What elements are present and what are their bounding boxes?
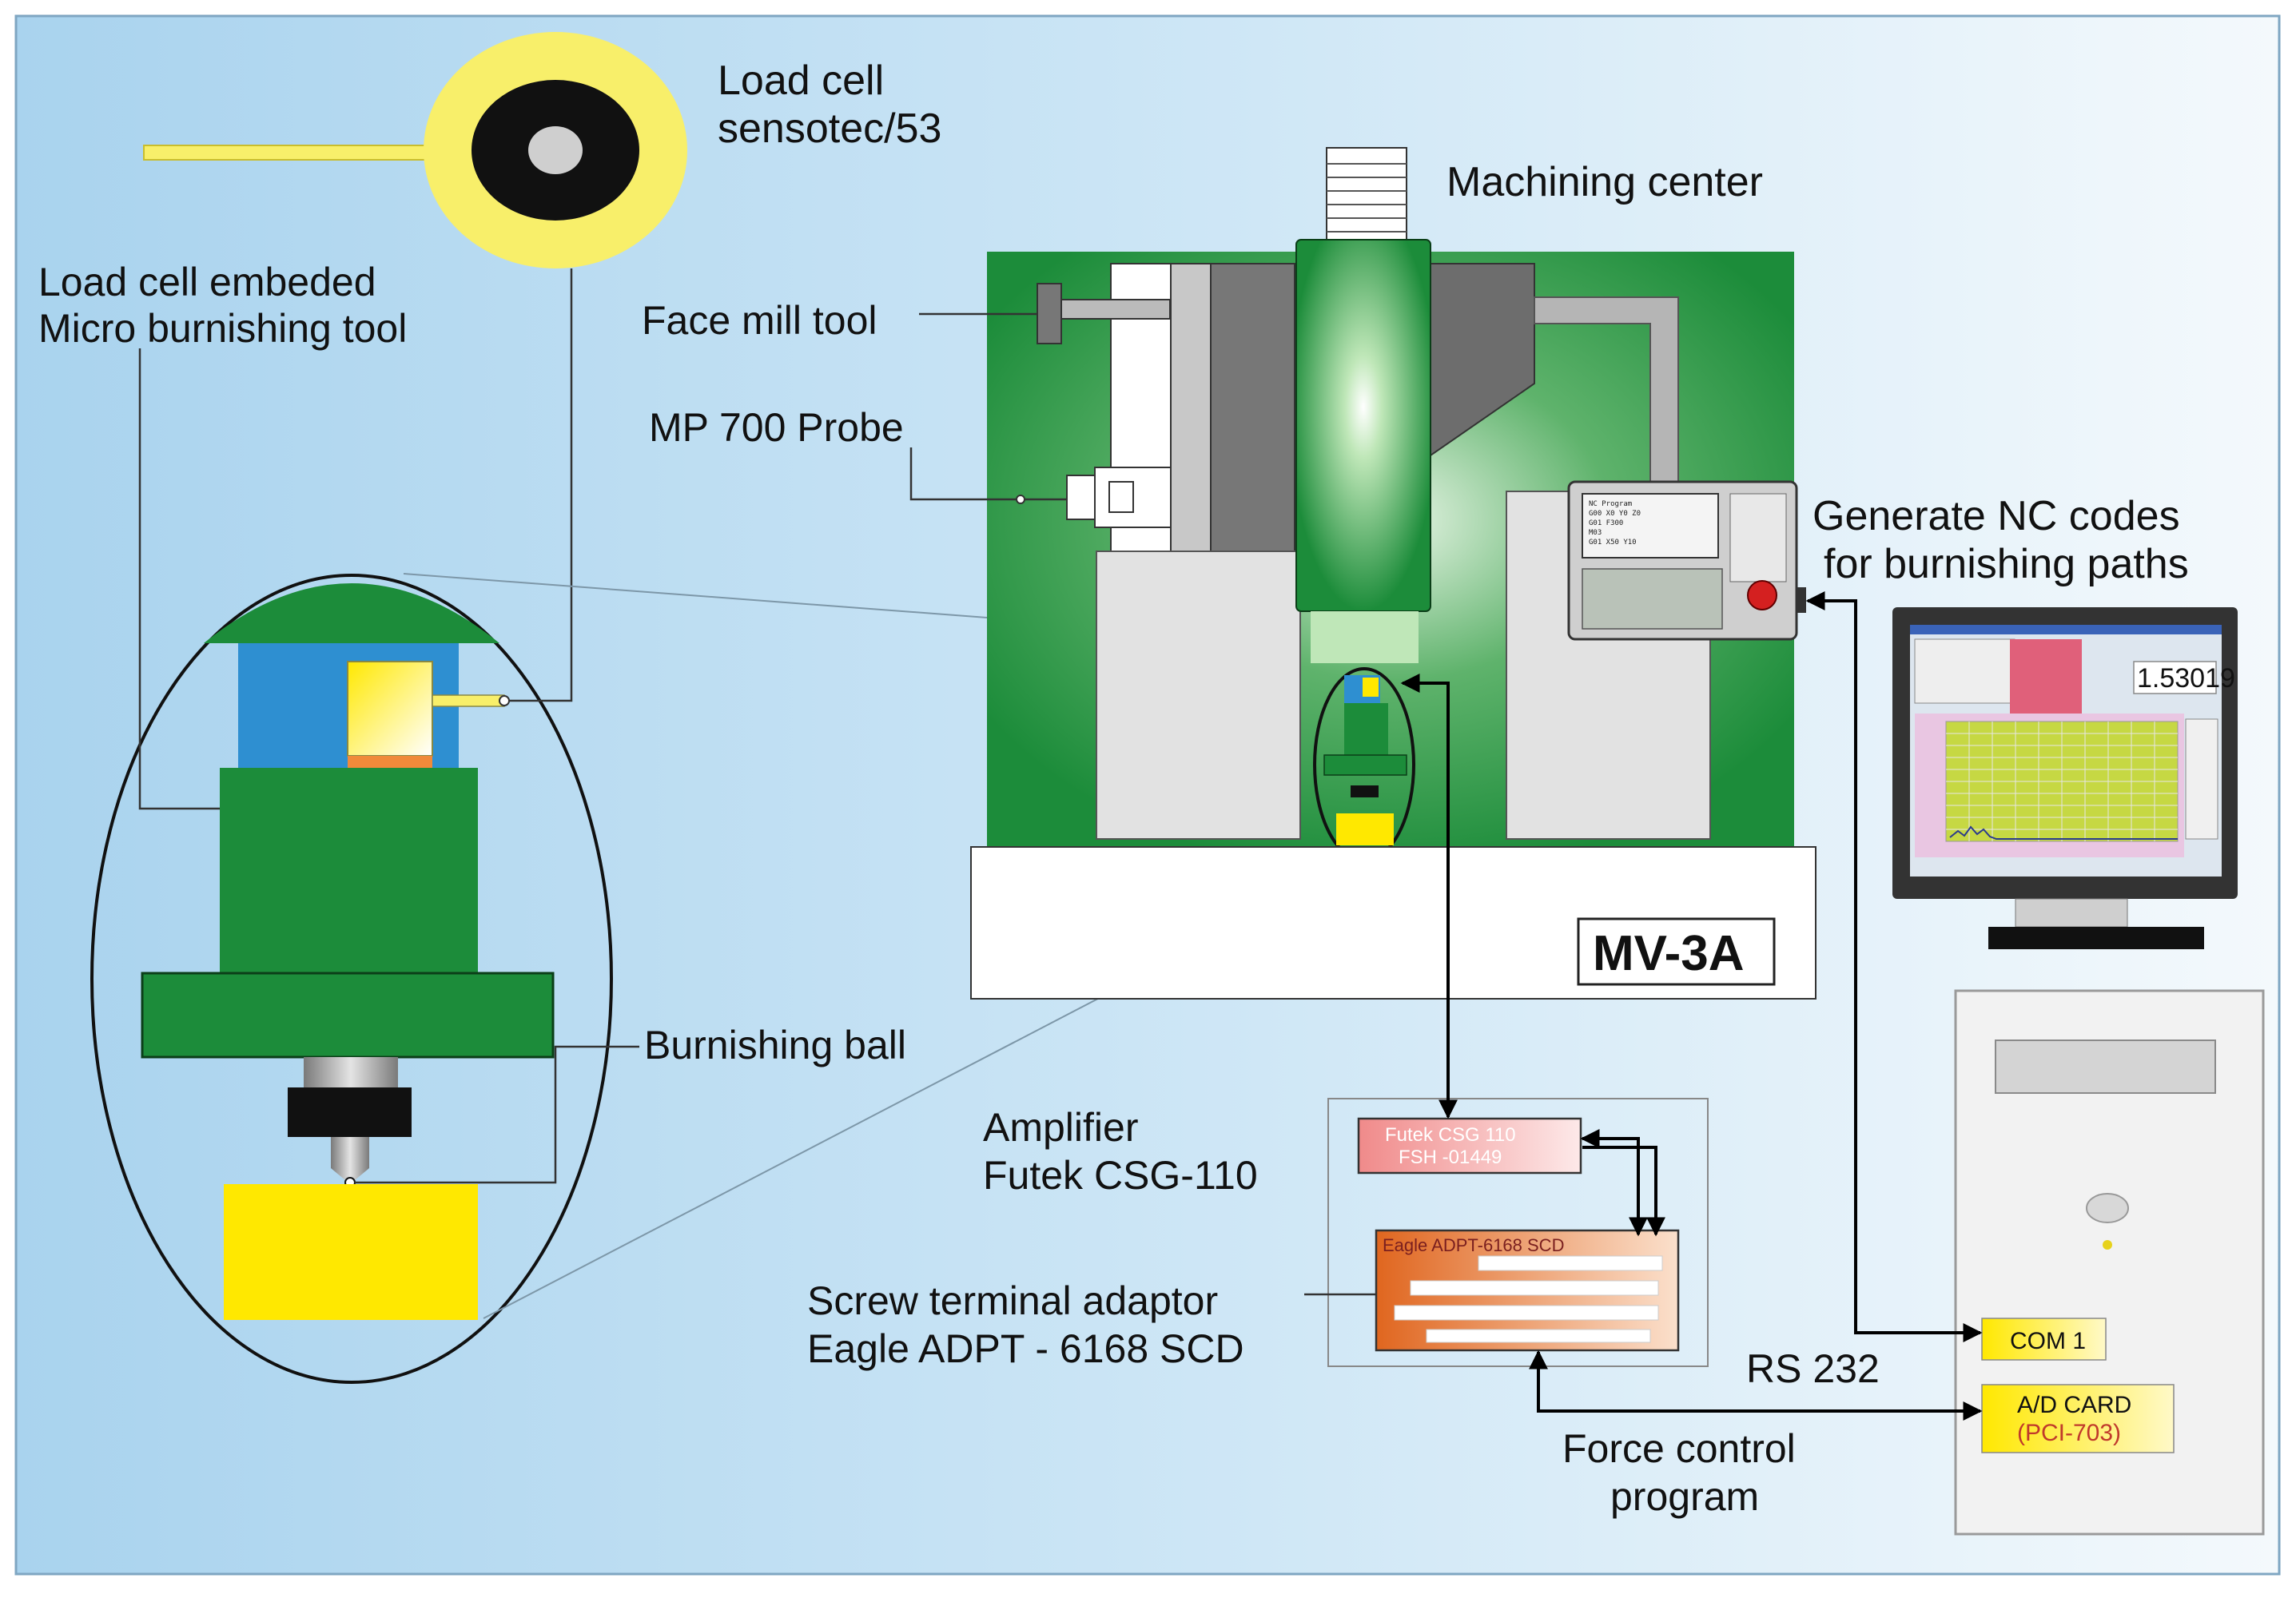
spindle-motor	[1326, 147, 1407, 240]
monitor-neck	[2015, 898, 2128, 928]
tool-tip	[331, 1137, 369, 1184]
adaptor-to-ad-card-arrow	[1529, 1350, 1983, 1421]
burnishing-ball-label: Burnishing ball	[644, 1023, 906, 1067]
controller-button-panel	[1582, 568, 1723, 630]
tool-body	[220, 768, 478, 975]
embedded-load-cell	[347, 661, 433, 757]
controller-screen-line: NC Program	[1589, 500, 1632, 508]
amplifier-box	[1357, 1117, 1582, 1175]
tool-flange	[141, 972, 555, 1059]
screw-terminal-label-line2: Eagle ADPT - 6168 SCD	[807, 1326, 1244, 1371]
tool-shank	[304, 1057, 398, 1087]
signal-box-outline	[1327, 1098, 1709, 1367]
load-cell-cable	[143, 145, 440, 161]
nc-codes-label-line2: for burnishing paths	[1824, 541, 2189, 587]
embedded-tool-label-line1: Load cell embeded	[38, 260, 376, 304]
machine-left-lower	[1096, 551, 1301, 840]
load-cell-center	[528, 126, 583, 174]
load-cell-leader-dot	[499, 695, 510, 706]
controller-screen-line: G00 X0 Y0 Z0	[1589, 510, 1641, 518]
pc-power-button	[2086, 1193, 2129, 1223]
detail-ellipse	[90, 574, 613, 1384]
tool-collar	[288, 1087, 412, 1137]
software-readout: 1.53019	[2137, 663, 2235, 694]
controller-screen-line: G01 F300	[1589, 519, 1623, 527]
force-control-label-line1: Force control	[1562, 1426, 1796, 1471]
machining-center-label: Machining center	[1446, 159, 1763, 205]
screw-terminal-label-line1: Screw terminal adaptor	[807, 1278, 1218, 1323]
software-side-panel	[2185, 718, 2218, 840]
amplifier-box-line2: FSH -01449	[1399, 1147, 1502, 1168]
load-cell-illustration	[143, 32, 687, 268]
controller-to-com-arrow	[1805, 591, 1983, 1342]
controller-screen-line: M03	[1589, 529, 1602, 537]
load-cell-wire	[432, 694, 505, 707]
adaptor-terminal-rows	[1394, 1255, 1663, 1343]
face-mill-tool	[1037, 283, 1062, 344]
burnishing-ball-leader	[355, 1045, 639, 1184]
software-red-panel	[2010, 639, 2082, 715]
mini-tool-collar	[1351, 785, 1379, 797]
computer-monitor: 1.53019	[1892, 607, 2238, 949]
spindle-nose	[1311, 611, 1419, 663]
controller-screen-line: G01 X50 Y10	[1589, 539, 1637, 547]
software-panel	[1914, 638, 2015, 704]
mini-tool-yellow	[1363, 678, 1379, 697]
adaptor-box-title: Eagle ADPT-6168 SCD	[1383, 1235, 1564, 1255]
load-cell-leader	[504, 268, 573, 702]
force-control-label-line2: program	[1610, 1474, 1759, 1519]
ad-card-label-line1: A/D CARD	[2017, 1392, 2131, 1418]
com-port-label: COM 1	[2010, 1328, 2086, 1354]
load-cell-label-line2: sensotec/53	[718, 105, 941, 152]
embedded-tool-leader	[138, 348, 220, 810]
workpiece	[224, 1184, 478, 1320]
face-mill-label: Face mill tool	[642, 298, 877, 343]
probe-body	[1066, 467, 1172, 528]
machine-column-dark	[1210, 263, 1295, 588]
tool-cap	[204, 583, 499, 643]
load-cell-label-line1: Load cell	[718, 58, 884, 104]
mini-workpiece	[1336, 813, 1394, 845]
tool-to-amplifier-arrow	[1400, 674, 1458, 1119]
software-titlebar	[1910, 625, 2222, 634]
probe-label: MP 700 Probe	[649, 405, 904, 450]
amplifier-to-adaptor-arrow-1	[1580, 1129, 1648, 1237]
emergency-stop-button	[1747, 580, 1777, 610]
pc-led	[2103, 1240, 2112, 1250]
model-badge	[1577, 917, 1776, 986]
amplifier-box-line1: Futek CSG 110	[1385, 1124, 1516, 1146]
ad-card-chip	[1981, 1384, 2175, 1453]
cnc-controller: NC Program G00 X0 Y0 Z0 G01 F300 M03 G01…	[1567, 480, 1806, 641]
amplifier-label-line1: Amplifier	[983, 1105, 1138, 1150]
model-badge-text: MV-3A	[1593, 926, 1744, 981]
tool-detail-view	[90, 574, 613, 1384]
spindle-motor-fins	[1327, 163, 1407, 233]
ad-card-label-line2: (PCI-703)	[2017, 1420, 2121, 1446]
monitor-stand	[1988, 927, 2204, 949]
embedded-tool-label-line2: Micro burnishing tool	[38, 306, 407, 351]
mini-tool-body	[1344, 703, 1388, 763]
rs232-label: RS 232	[1746, 1346, 1880, 1391]
probe-leader	[909, 447, 1067, 501]
amplifier-to-adaptor-arrow-2	[1582, 1146, 1665, 1237]
face-mill-arbor	[1060, 299, 1171, 320]
nc-codes-label-line1: Generate NC codes	[1813, 493, 2180, 539]
com-port-chip	[1981, 1318, 2107, 1361]
machining-center: MV-3A	[970, 147, 1817, 1000]
software-plot-grid	[1946, 721, 2178, 841]
probe-leader-dot	[1016, 495, 1025, 504]
controller-keypad	[1729, 493, 1787, 582]
mini-tool-flange	[1323, 754, 1407, 776]
pc-drive-bay	[1995, 1040, 2216, 1094]
spindle-head	[1295, 239, 1431, 612]
amplifier-label-line2: Futek CSG-110	[983, 1153, 1258, 1198]
controller-screen	[1582, 493, 1719, 559]
controller-port	[1797, 587, 1806, 613]
embedded-load-cell-pad	[348, 756, 432, 768]
software-readout-box	[2133, 661, 2217, 694]
pc-tower: COM 1 A/D CARD (PCI-703)	[1954, 989, 2265, 1536]
